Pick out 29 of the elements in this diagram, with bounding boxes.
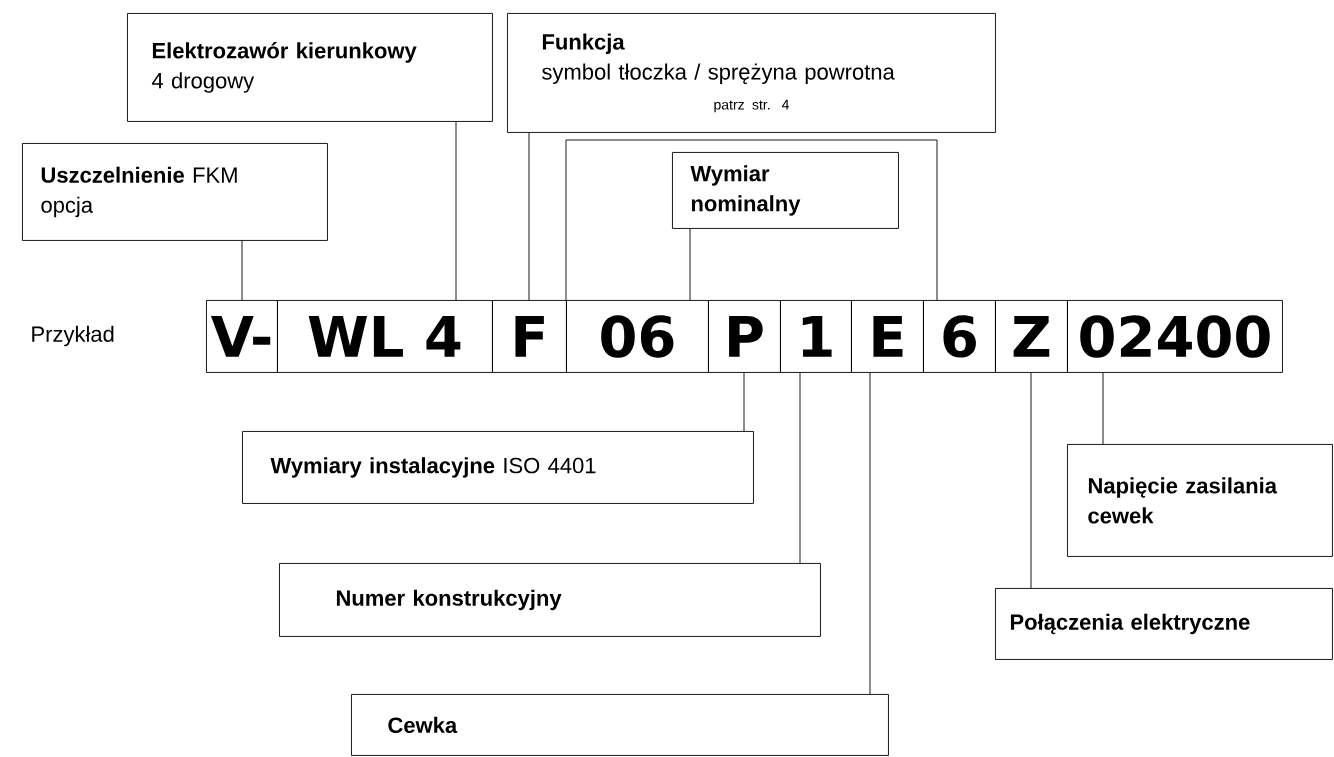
text-label: Przykład <box>32 325 114 347</box>
leader-line <box>241 240 243 301</box>
leader-line <box>1030 372 1032 589</box>
callout-box: Numer konstrukcyjny <box>279 563 821 637</box>
callout-box: Napięcie zasilania cewek <box>1067 444 1333 557</box>
callout-box: Funkcja symbol tłoczka / sprężyna powrotna patrz str. 4 <box>507 13 996 133</box>
leader-line <box>455 121 457 301</box>
leader-line <box>689 228 691 301</box>
callout-box: Uszczelnienie FKM opcja <box>22 143 328 241</box>
code-cell: 1 <box>780 300 852 373</box>
callout-box: Elektrozawór kierunkowy 4 drogowy <box>127 13 493 122</box>
code-cell: Z <box>995 300 1068 373</box>
leader-line <box>528 132 530 301</box>
code-cell: 6 <box>923 300 996 373</box>
code-cell: F <box>492 300 567 373</box>
code-cell: V- <box>206 300 278 373</box>
code-cell: E <box>851 300 924 373</box>
leader-line <box>799 372 801 564</box>
leader-line <box>743 372 745 432</box>
callout-box: Wymiary instalacyjne ISO 4401 <box>242 431 754 504</box>
callout-box: Wymiar nominalny <box>672 152 899 229</box>
code-cell: P <box>708 300 781 373</box>
callout-box: Cewka <box>351 694 889 756</box>
leader-line <box>869 372 871 695</box>
callout-box: Połączenia elektryczne <box>995 588 1333 660</box>
code-cell: 02400 <box>1067 300 1283 373</box>
code-cell: WL 4 <box>277 300 493 373</box>
code-cell: 06 <box>566 300 709 373</box>
leader-line <box>1102 372 1104 445</box>
